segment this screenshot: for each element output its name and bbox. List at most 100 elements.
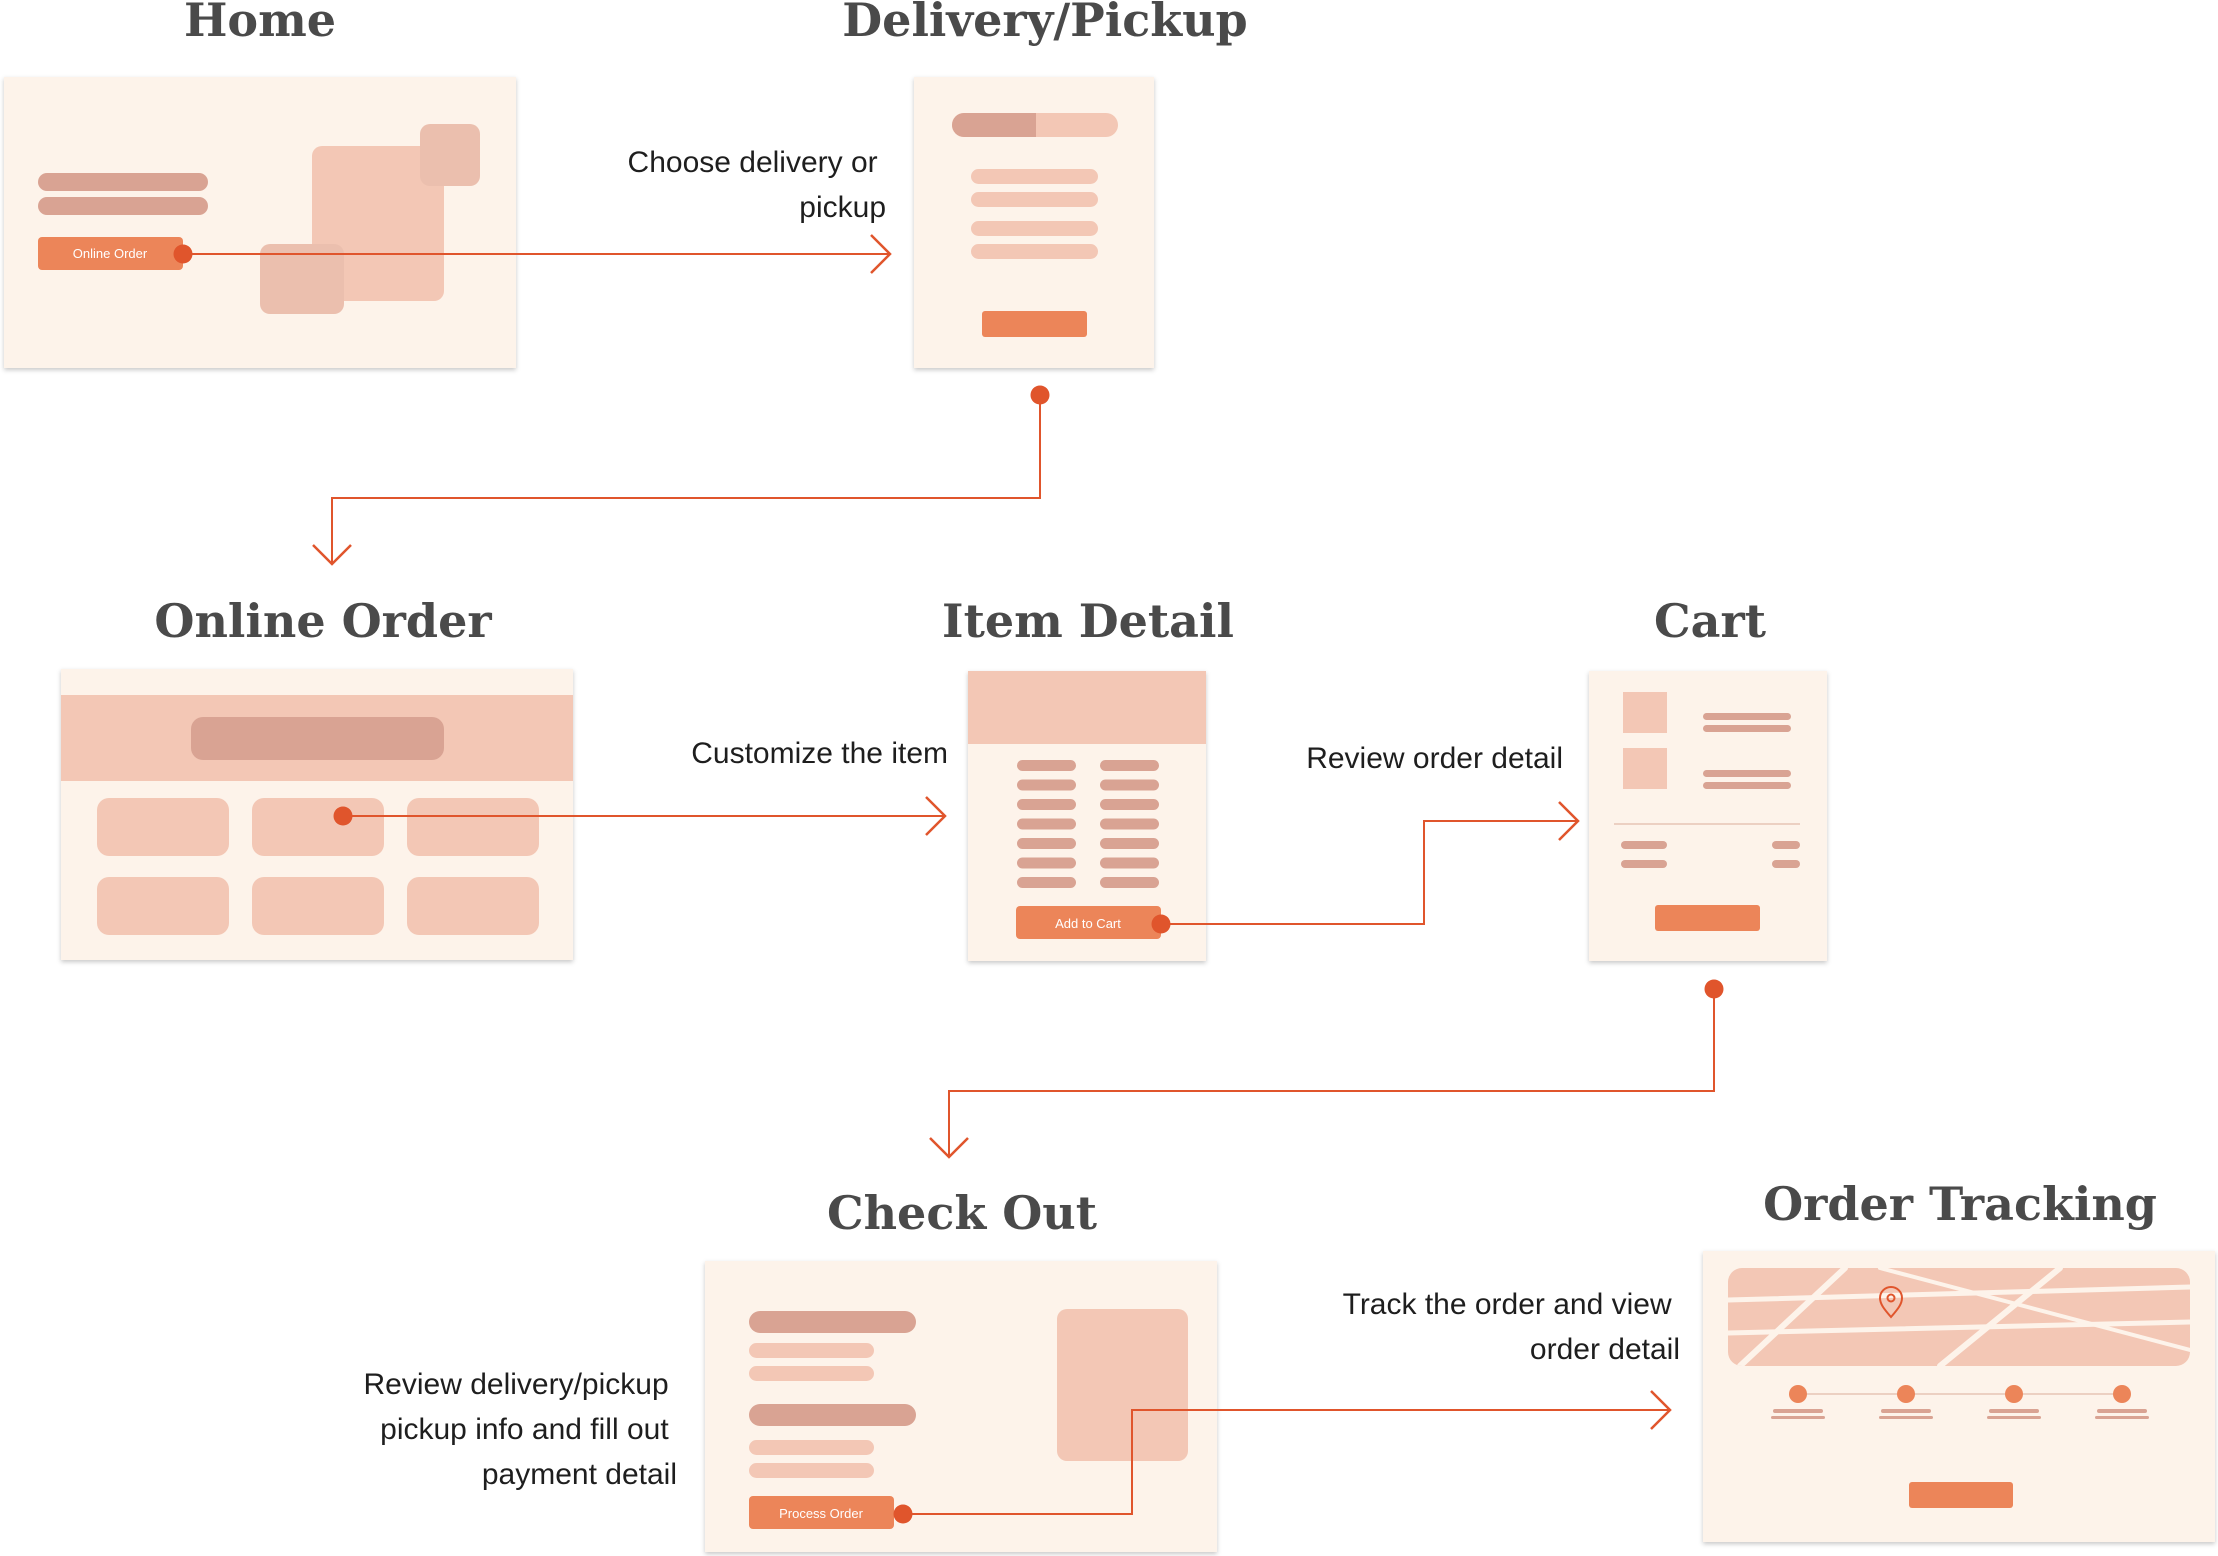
flow-connector-line — [1161, 820, 1578, 925]
headline-bar — [38, 173, 208, 191]
item-option-bar[interactable] — [1017, 818, 1076, 830]
map-pin-icon — [1878, 1286, 1904, 1319]
item-option-bar[interactable] — [1100, 779, 1159, 791]
menu-item-tile[interactable] — [252, 798, 384, 856]
menu-item-tile[interactable] — [407, 877, 539, 935]
delivery-info-heading — [749, 1311, 916, 1333]
delivery-pickup-title: Delivery/Pickup — [842, 0, 1247, 47]
process-order-button[interactable]: Process Order — [749, 1496, 894, 1529]
note-line: Review delivery/pickup — [364, 1368, 669, 1401]
progress-step-label — [2097, 1409, 2147, 1413]
dot-icon — [1704, 979, 1724, 999]
item-option-bar[interactable] — [1017, 760, 1076, 771]
cart-item-thumbnail — [1623, 692, 1667, 733]
cart-item-text — [1703, 713, 1791, 720]
chevron-arrow-icon — [925, 796, 947, 836]
delivery-info-line — [749, 1343, 874, 1358]
order-tracking-title: Order Tracking — [1763, 1177, 2157, 1231]
dot-icon — [1030, 385, 1050, 405]
map-road — [1878, 1268, 2190, 1352]
online-order-title: Online Order — [154, 594, 492, 648]
chevron-arrow-icon — [312, 544, 352, 566]
map-road — [1728, 1284, 2190, 1303]
menu-item-tile[interactable] — [252, 877, 384, 935]
order-summary-panel — [1057, 1309, 1188, 1461]
dot-icon — [333, 806, 353, 826]
online-order-button-label: Online Order — [73, 246, 148, 261]
note-line: Customize the item — [691, 737, 948, 770]
item-option-bar[interactable] — [1017, 857, 1076, 869]
progress-step-dot — [1897, 1385, 1915, 1403]
payment-heading — [749, 1404, 916, 1426]
chevron-arrow-icon — [1558, 801, 1580, 841]
item-option-bar[interactable] — [1017, 799, 1076, 810]
delivery-pickup-toggle[interactable] — [952, 113, 1118, 137]
cart-summary-label — [1621, 841, 1667, 849]
progress-step-label — [1987, 1416, 2041, 1419]
dot-icon — [173, 244, 193, 264]
note-line: Choose delivery or — [628, 146, 878, 179]
check-out-title: Check Out — [827, 1186, 1098, 1240]
cart-item-text — [1703, 782, 1791, 789]
review-delivery-note: Review delivery/pickup pickup info and f… — [364, 1368, 677, 1491]
cart-summary-label — [1621, 860, 1667, 868]
tracking-action-button[interactable] — [1909, 1482, 2013, 1508]
note-line: order detail — [1530, 1333, 1680, 1366]
menu-item-tile[interactable] — [97, 798, 229, 856]
menu-item-tile[interactable] — [97, 877, 229, 935]
dot-icon — [893, 1504, 913, 1524]
form-field-line — [971, 169, 1098, 184]
dot-icon — [1151, 914, 1171, 934]
item-option-bar[interactable] — [1100, 857, 1159, 869]
review-order-note: Review order detail — [1306, 742, 1563, 775]
item-option-bar[interactable] — [1100, 799, 1159, 810]
tracking-map[interactable] — [1728, 1268, 2190, 1366]
home-title: Home — [184, 0, 336, 47]
hero-image-placeholder — [420, 124, 480, 186]
note-line: Review order detail — [1306, 742, 1563, 775]
note-line: Track the order and view — [1343, 1288, 1672, 1321]
online-order-screen-card — [61, 669, 573, 960]
progress-step-dot — [2005, 1385, 2023, 1403]
payment-field-line — [749, 1463, 874, 1478]
flow-connectors — [173, 234, 1724, 1524]
item-detail-title: Item Detail — [942, 594, 1234, 648]
checkout-button[interactable] — [1655, 905, 1760, 931]
tracking-progress — [1771, 1385, 2149, 1419]
item-option-bar[interactable] — [1017, 877, 1076, 888]
item-detail-screen-card: Add to Cart — [968, 671, 1206, 961]
cart-title: Cart — [1654, 594, 1767, 648]
item-option-bar[interactable] — [1100, 760, 1159, 771]
progress-step-label — [1771, 1416, 1825, 1419]
process-order-button-label: Process Order — [779, 1506, 863, 1521]
map-road — [1737, 1268, 1848, 1366]
menu-item-tile[interactable] — [407, 798, 539, 856]
item-option-bar[interactable] — [1100, 877, 1159, 888]
delivery-pickup-screen-card — [914, 77, 1154, 368]
menu-search-bar[interactable] — [191, 717, 444, 760]
continue-button[interactable] — [982, 311, 1087, 337]
order-tracking-screen-card — [1703, 1251, 2215, 1542]
hero-image-placeholder — [312, 146, 444, 301]
item-option-bar[interactable] — [1017, 779, 1076, 791]
online-order-button[interactable]: Online Order — [38, 237, 183, 270]
item-option-bar[interactable] — [1100, 838, 1159, 849]
item-option-list — [1017, 760, 1159, 888]
hero-image-placeholder — [260, 244, 344, 314]
add-to-cart-button[interactable]: Add to Cart — [1016, 906, 1161, 939]
choose-delivery-note: Choose delivery or pickup — [628, 146, 886, 224]
item-option-bar[interactable] — [1100, 818, 1159, 830]
item-option-bar[interactable] — [1017, 838, 1076, 849]
progress-step-label — [1773, 1409, 1823, 1413]
chevron-arrow-icon — [870, 234, 892, 274]
note-line: pickup — [799, 191, 886, 224]
headline-bar — [38, 197, 208, 215]
progress-step-label — [1879, 1416, 1933, 1419]
customize-item-note: Customize the item — [691, 737, 948, 770]
cart-item-text — [1703, 770, 1791, 777]
cart-summary-value — [1772, 841, 1800, 849]
cart-item-thumbnail — [1623, 748, 1667, 789]
progress-step-dot — [1789, 1385, 1807, 1403]
flow-connector-line — [903, 1409, 1670, 1515]
